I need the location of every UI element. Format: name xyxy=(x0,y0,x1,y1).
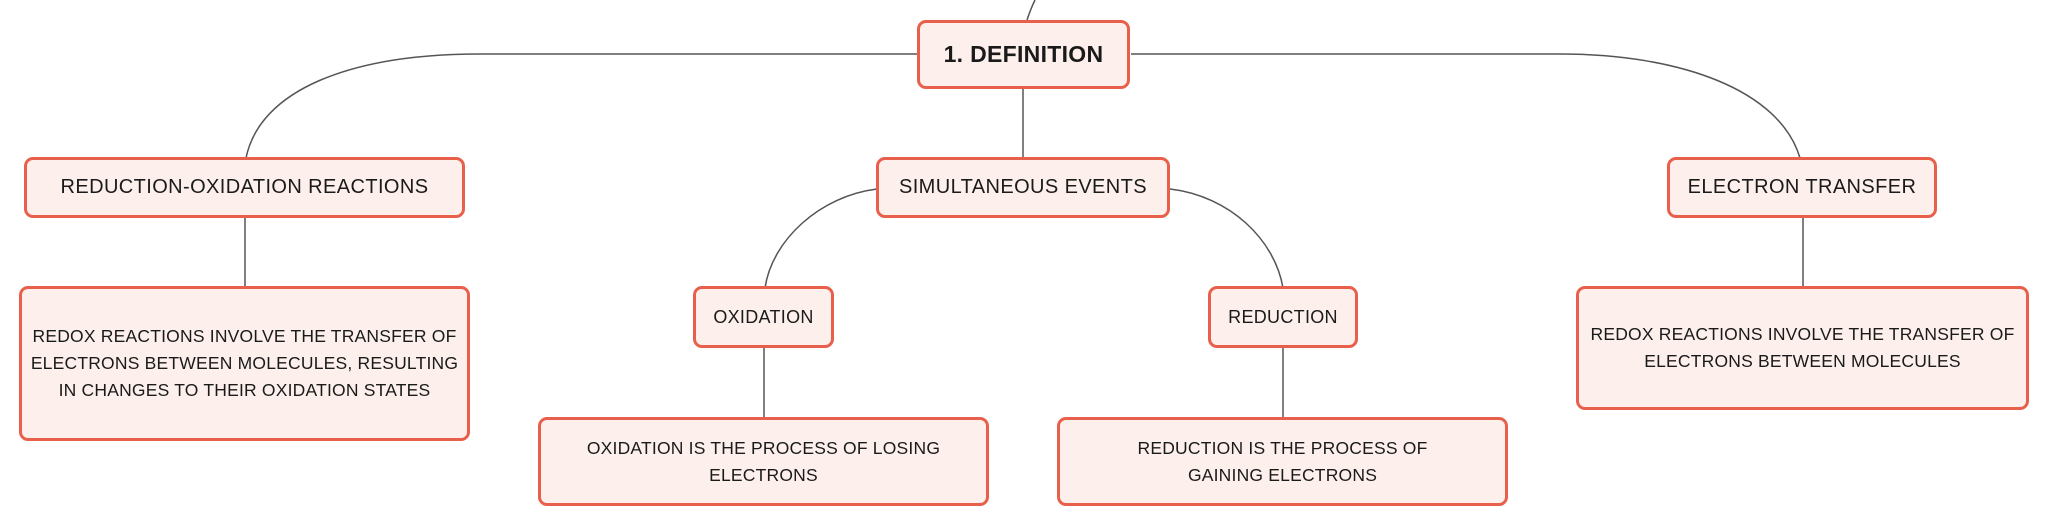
connector-simultaneous-to-oxidation xyxy=(764,188,878,289)
detail-reduction[interactable]: REDUCTION IS THE PROCESS OF GAINING ELEC… xyxy=(1057,417,1508,506)
connector-root-to-electron-transfer xyxy=(1131,53,1801,159)
detail-text: REDOX REACTIONS INVOLVE THE TRANSFER OF … xyxy=(30,326,459,400)
node-reduction[interactable]: REDUCTION xyxy=(1208,286,1358,348)
detail-text: REDUCTION IS THE PROCESS OF GAINING ELEC… xyxy=(1137,437,1428,485)
node-label: REDUCTION-OXIDATION REACTIONS xyxy=(60,176,429,198)
connector-parent-to-root xyxy=(1026,0,1036,21)
node-reduction-oxidation-reactions[interactable]: REDUCTION-OXIDATION REACTIONS xyxy=(24,157,465,218)
detail-redox-reactions[interactable]: REDOX REACTIONS INVOLVE THE TRANSFER OF … xyxy=(19,286,470,441)
node-simultaneous-events[interactable]: SIMULTANEOUS EVENTS xyxy=(876,157,1170,218)
detail-text: REDOX REACTIONS INVOLVE THE TRANSFER OF … xyxy=(1590,324,2015,371)
node-label: OXIDATION xyxy=(713,306,814,327)
detail-text: OXIDATION IS THE PROCESS OF LOSING ELECT… xyxy=(586,437,941,485)
root-node[interactable]: 1. DEFINITION xyxy=(917,20,1130,89)
root-label: 1. DEFINITION xyxy=(943,41,1104,67)
connector-root-to-redox xyxy=(245,53,918,159)
detail-electron-transfer[interactable]: REDOX REACTIONS INVOLVE THE TRANSFER OF … xyxy=(1576,286,2029,410)
node-electron-transfer[interactable]: ELECTRON TRANSFER xyxy=(1667,157,1937,218)
node-label: SIMULTANEOUS EVENTS xyxy=(898,176,1147,198)
detail-oxidation[interactable]: OXIDATION IS THE PROCESS OF LOSING ELECT… xyxy=(538,417,989,506)
node-oxidation[interactable]: OXIDATION xyxy=(693,286,834,348)
node-label: ELECTRON TRANSFER xyxy=(1687,176,1917,198)
node-label: REDUCTION xyxy=(1228,306,1338,327)
connector-simultaneous-to-reduction xyxy=(1169,188,1284,289)
